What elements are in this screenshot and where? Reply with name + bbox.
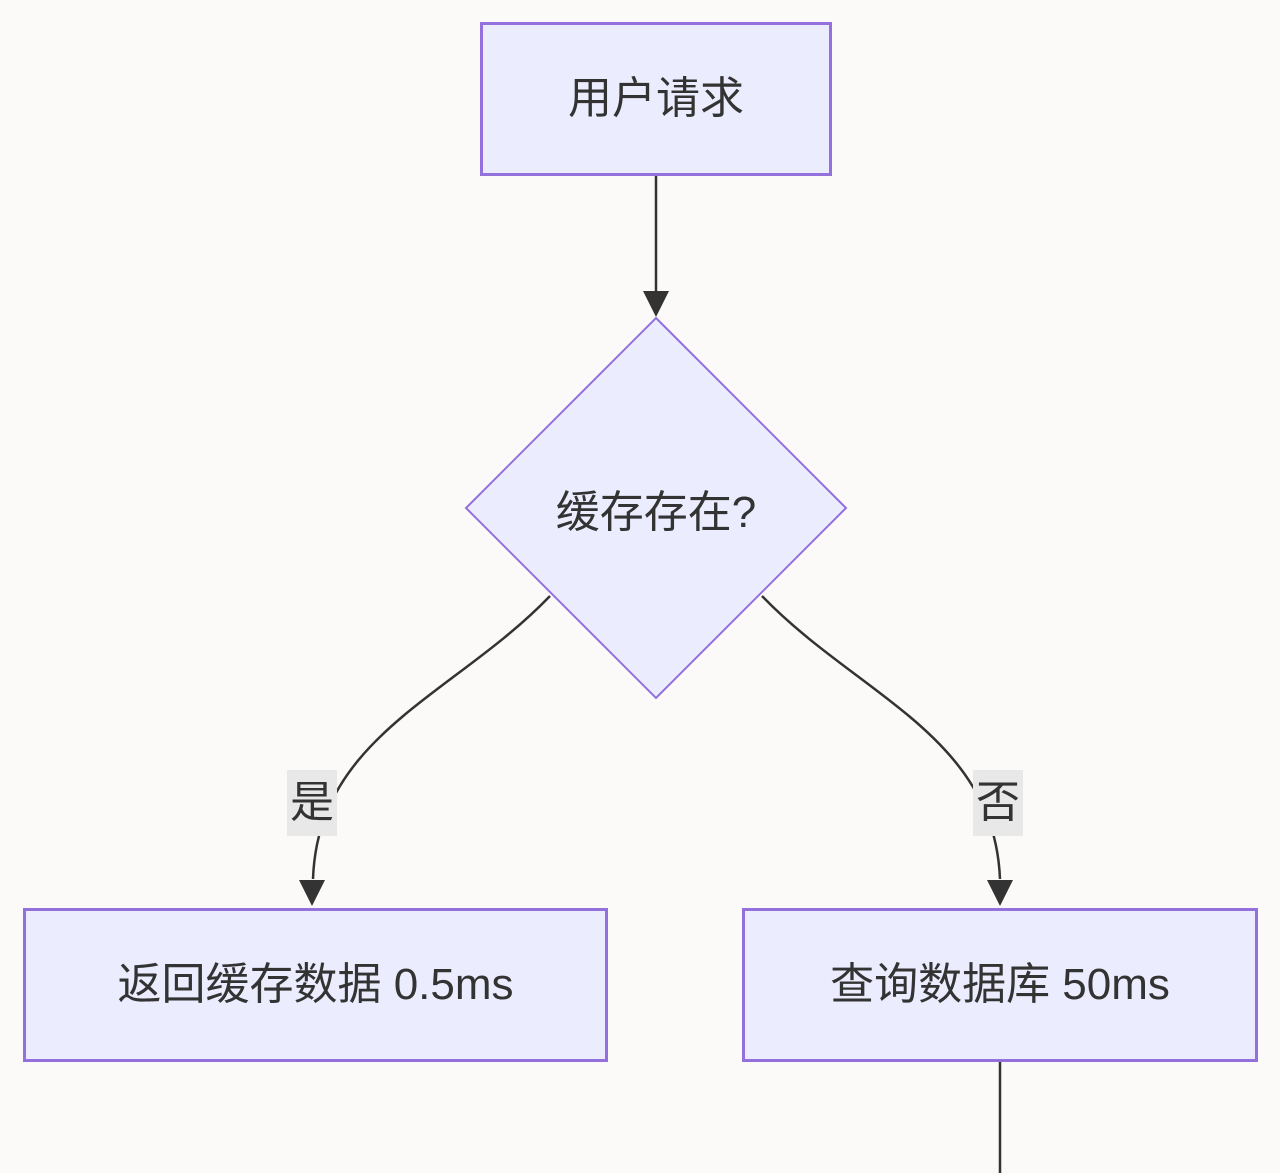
arrowhead-into-decision <box>643 291 669 317</box>
edge-label-yes: 是 <box>287 770 337 836</box>
node-start: 用户请求 <box>480 22 832 176</box>
node-db-query: 查询数据库 50ms <box>742 908 1258 1062</box>
node-db-query-label: 查询数据库 50ms <box>830 959 1170 1009</box>
edge-decision-to-db-query <box>761 595 1002 880</box>
node-cache-hit-label: 返回缓存数据 0.5ms <box>117 959 514 1009</box>
edge-label-no: 否 <box>973 770 1023 836</box>
node-start-label: 用户请求 <box>568 73 744 123</box>
decision-diamond-shape <box>464 316 848 700</box>
arrowhead-into-db-query <box>987 880 1013 906</box>
node-cache-hit: 返回缓存数据 0.5ms <box>23 908 608 1062</box>
edge-decision-to-cache-hit <box>311 595 551 880</box>
arrowhead-into-cache-hit <box>299 880 325 906</box>
